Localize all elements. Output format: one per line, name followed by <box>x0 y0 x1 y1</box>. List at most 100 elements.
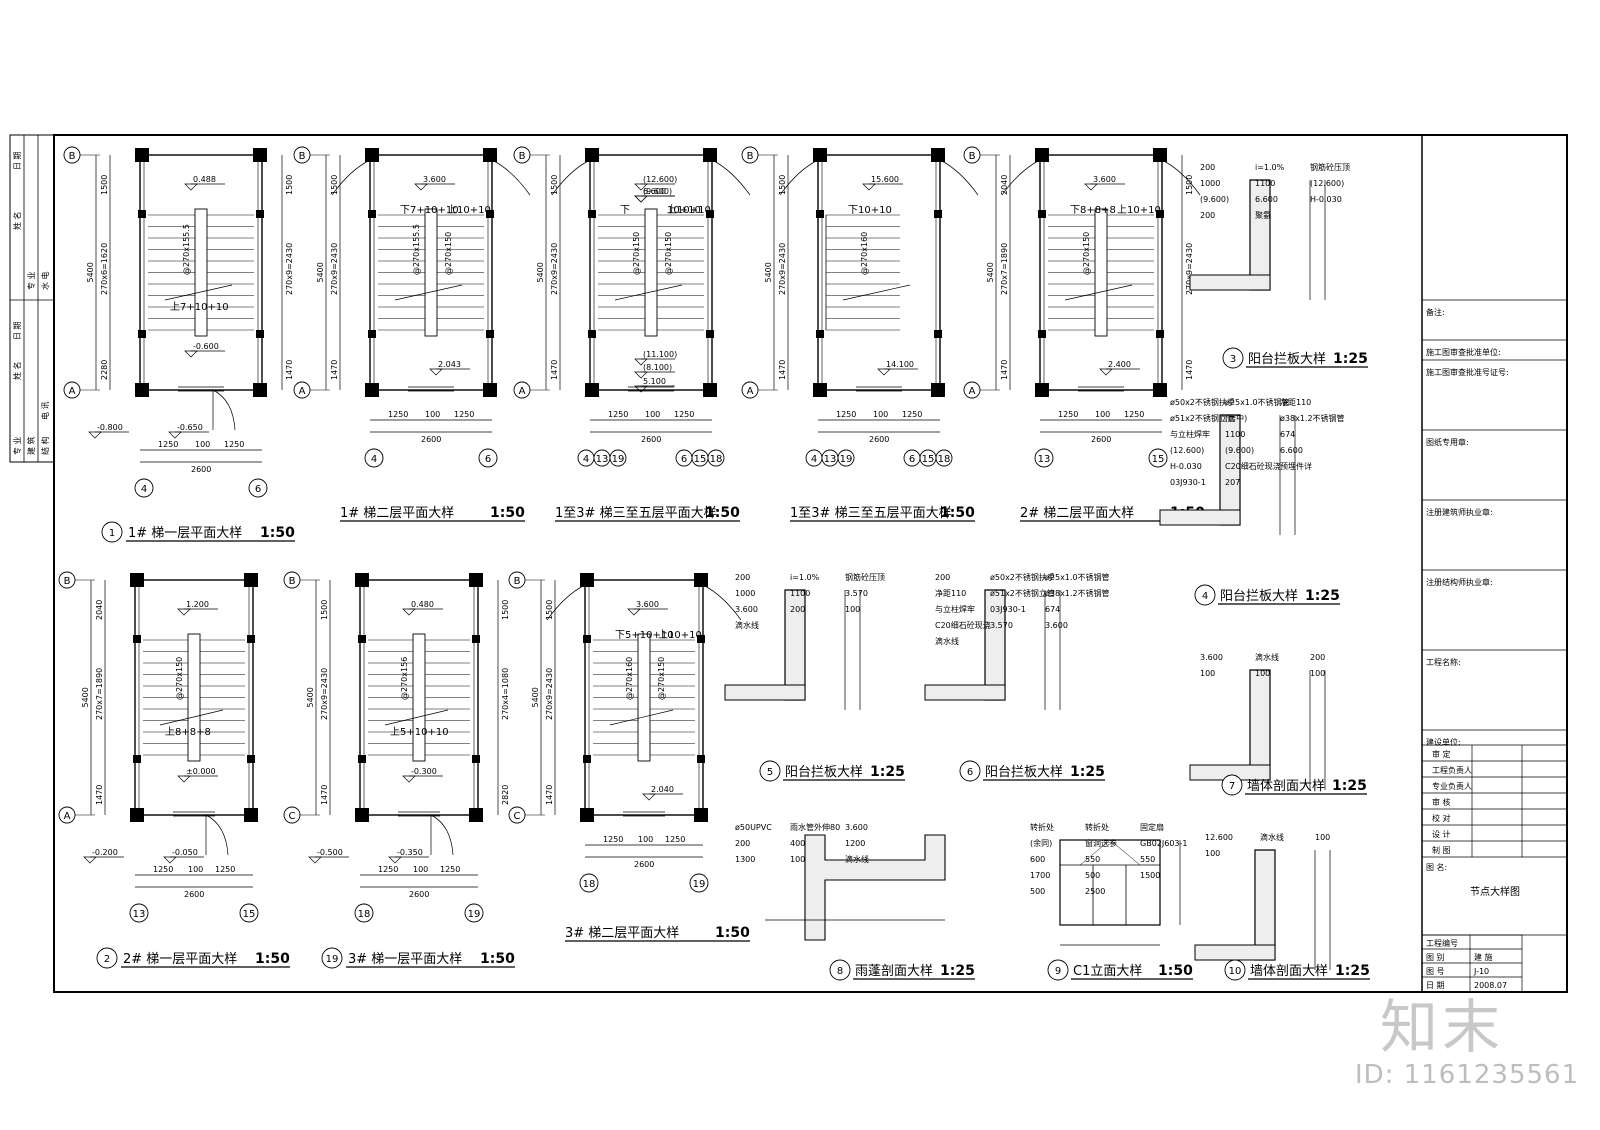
axis-label: 15 <box>243 909 256 920</box>
axis-label: 5 <box>767 767 773 778</box>
dimension-text: 270x7=1890 <box>95 668 104 720</box>
axis-label: 4 <box>1202 591 1208 602</box>
dimension-text: 1500 <box>285 175 294 195</box>
dimension-text: 1250 <box>215 865 235 874</box>
signature-role: 校 对 <box>1432 813 1451 823</box>
detail-annotation: 3.600 <box>845 823 868 832</box>
level-value: 0.488 <box>193 175 216 184</box>
axis-label: 19 <box>612 454 625 465</box>
plan-title-text: 1# 梯一层平面大样 <box>128 526 242 541</box>
detail-scale: 1:50 <box>1158 963 1193 979</box>
canopy-section <box>804 834 946 941</box>
axis-label: C <box>289 811 296 822</box>
stair-handrail-well <box>194 208 208 337</box>
stair-wall-inner <box>588 579 700 816</box>
dimension-text: 1470 <box>1185 360 1194 380</box>
plan-title-text: 1# 梯二层平面大样 <box>340 506 454 521</box>
slab-section <box>1159 509 1241 526</box>
dimension-text: 100 <box>413 865 428 874</box>
dimension-text: 1250 <box>836 410 856 419</box>
level-symbol <box>862 183 876 191</box>
strip-label: 电 讯 <box>40 401 50 420</box>
plan-title-text: 3# 梯一层平面大样 <box>348 952 462 967</box>
stair-break-line <box>609 709 674 726</box>
level-symbol <box>402 775 416 783</box>
door-swing <box>1001 159 1041 196</box>
dimension-text: 1250 <box>1124 410 1144 419</box>
detail-annotation: 500 <box>1030 887 1045 896</box>
door-swing <box>551 159 591 196</box>
detail-annotation: 3.600 <box>735 605 758 614</box>
plan-title-text: 3# 梯二层平面大样 <box>565 926 679 941</box>
dimension-text: 1470 <box>1000 360 1009 380</box>
level-value: ±0.000 <box>186 767 216 776</box>
strip-label: 日 期 <box>13 321 22 340</box>
detail-annotation: 1100 <box>790 589 810 598</box>
column-small <box>588 210 596 218</box>
dimension-text: 1470 <box>320 785 329 805</box>
detail-annotation: H-0.030 <box>1170 462 1202 471</box>
detail-title-text: 阳台拦板大样 <box>1248 352 1326 367</box>
detail-number-bubble <box>1224 959 1246 981</box>
detail-number-bubble <box>101 521 123 543</box>
column <box>1153 383 1167 397</box>
detail-annotation: 3.570 <box>990 621 1013 630</box>
column <box>931 383 945 397</box>
detail-annotation: 6.600 <box>1255 195 1278 204</box>
dimension-text: 5400 <box>316 262 325 282</box>
detail-annotation: 200 <box>935 573 950 582</box>
detail-annotation: 聚氨 <box>1255 210 1271 220</box>
column <box>244 573 258 587</box>
door-swing <box>491 159 531 196</box>
meta-value: 2008.07 <box>1474 981 1507 990</box>
strip-label: 建 筑 <box>26 436 36 455</box>
axis-bubble <box>239 903 259 923</box>
dimension-text: 1470 <box>778 360 787 380</box>
detail-annotation: 200 <box>1200 211 1215 220</box>
run-label: 上7+10+10 <box>170 301 229 313</box>
column-small <box>368 330 376 338</box>
axis-label: 8 <box>837 966 843 977</box>
detail-annotation: 3.600 <box>1045 621 1068 630</box>
detail-annotation: 674 <box>1280 430 1295 439</box>
level-value: -0.650 <box>177 423 203 432</box>
detail-annotation: (9.600) <box>1200 195 1229 204</box>
column-small <box>486 210 494 218</box>
stair-wall-inner <box>373 154 489 391</box>
column <box>585 383 599 397</box>
axis-label: 18 <box>583 879 596 890</box>
stair-break-line <box>384 709 449 726</box>
detail-annotation: 03J930-1 <box>990 605 1026 614</box>
dimension-text: 2040 <box>95 600 104 620</box>
dimension-text: 270x9=2430 <box>550 243 559 295</box>
title-block-field-label: 工程名称: <box>1426 657 1461 667</box>
column-small <box>697 755 705 763</box>
column-small <box>934 330 942 338</box>
dimension-text: 100 <box>195 440 210 449</box>
dimension-text: 1500 <box>330 175 339 195</box>
axis-label: A <box>519 386 526 397</box>
stair-wall-inner <box>1043 154 1159 391</box>
column <box>365 148 379 162</box>
detail-scale: 1:25 <box>870 764 905 780</box>
detail-annotation: 100 <box>1255 669 1270 678</box>
dimension-text: 1470 <box>550 360 559 380</box>
dimension-text: 270x4=1080 <box>501 668 510 720</box>
detail-annotation: 3.570 <box>845 589 868 598</box>
dimension-text: 1250 <box>1058 410 1078 419</box>
dimension-text: 1500 <box>100 175 109 195</box>
sheet-border <box>53 134 1568 993</box>
column <box>694 573 708 587</box>
level-value: 0.480 <box>411 600 434 609</box>
drawing-name: 节点大样图 <box>1470 885 1520 898</box>
axis-label: 18 <box>358 909 371 920</box>
